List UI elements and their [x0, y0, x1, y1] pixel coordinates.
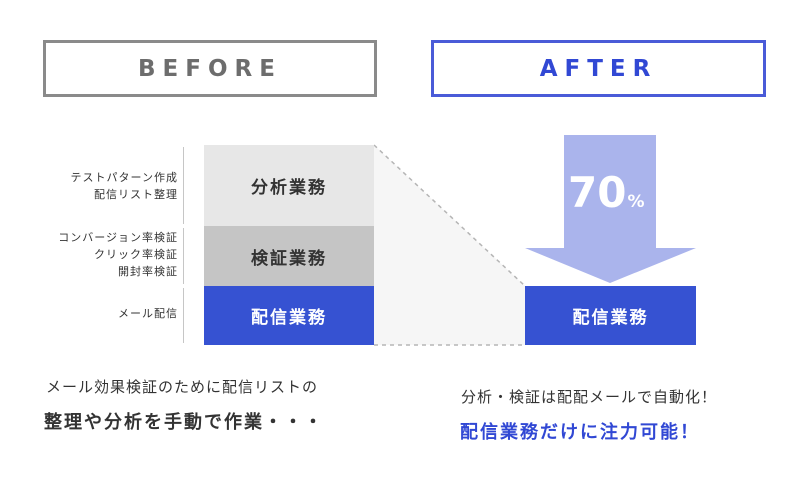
after-caption-line1: 分析・検証は配配メールで自動化！: [461, 388, 718, 406]
tick-delivery: [183, 288, 184, 343]
tick-verification: [183, 228, 184, 284]
block-verification: 検証業務: [204, 226, 374, 286]
block-delivery-before: 配信業務: [204, 286, 374, 345]
reduction-value: 70: [568, 168, 627, 217]
block-delivery-after: 配信業務: [525, 286, 696, 345]
label-open-rate: 開封率検証: [118, 265, 178, 278]
before-caption-line1: メール効果検証のために配信リストの: [46, 378, 319, 396]
connector-dashed-top: [373, 144, 526, 287]
reduction-unit: %: [627, 192, 645, 212]
side-label-verification: コンバージョン率検証 クリック率検証 開封率検証: [58, 229, 178, 280]
before-caption-line2: 整理や分析を手動で作業・・・: [44, 412, 324, 433]
side-label-delivery: メール配信: [118, 305, 178, 322]
after-caption-line2: 配信業務だけに注力可能！: [460, 422, 700, 443]
tick-analysis: [183, 147, 184, 224]
after-header: AFTER: [431, 40, 766, 97]
reduction-arrow: [525, 135, 696, 283]
label-conversion-rate: コンバージョン率検証: [58, 231, 178, 244]
reduction-percent: 70%: [568, 172, 668, 214]
label-test-pattern: テストパターン作成: [70, 171, 178, 184]
label-mail-delivery: メール配信: [118, 307, 178, 320]
block-analysis: 分析業務: [204, 145, 374, 226]
label-click-rate: クリック率検証: [94, 248, 178, 261]
reduction-shade: [374, 145, 525, 345]
before-header: BEFORE: [43, 40, 377, 97]
side-label-analysis: テストパターン作成 配信リスト整理: [71, 169, 178, 203]
label-list-organize: 配信リスト整理: [94, 188, 178, 201]
